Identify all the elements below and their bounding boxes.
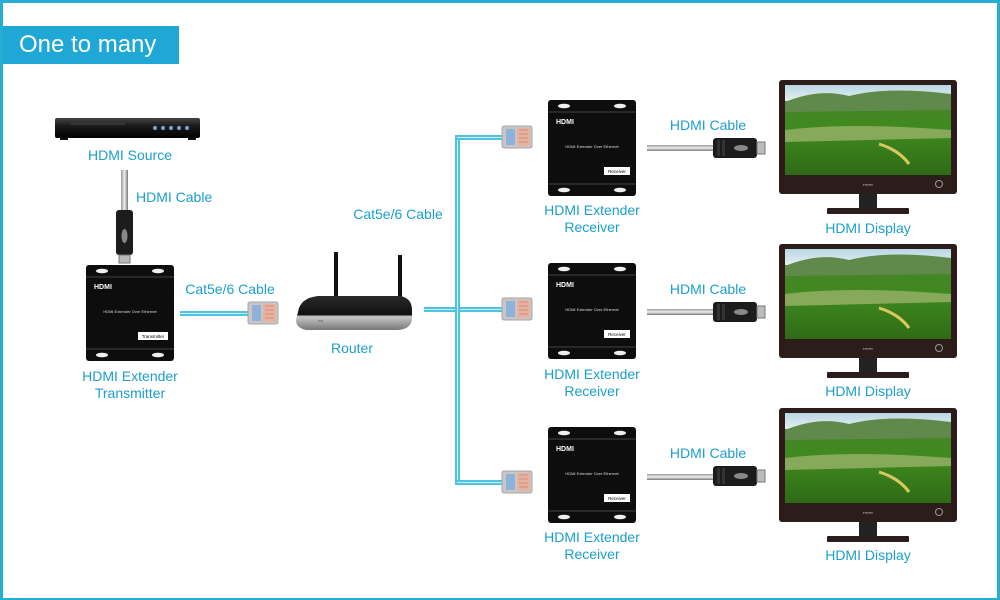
transmitter-cable-label: Cat5e/6 Cable: [185, 281, 275, 297]
receiver-2-device: HDMI HDMI Extender Over Ethernet Receive…: [547, 262, 637, 360]
source-cable-label: HDMI Cable: [136, 189, 213, 205]
svg-text:Receiver: Receiver: [608, 496, 626, 501]
transmitter-label-line2: Transmitter: [94, 385, 166, 401]
receiver-2-hdmi-cable: [647, 301, 766, 323]
receiver-2-label-line1: HDMI Extender: [544, 366, 640, 382]
display-1-monitor: [777, 78, 959, 216]
receiver-1-cable-label: HDMI Cable: [669, 117, 747, 133]
transmitter-cat5-cable: [180, 301, 279, 325]
svg-text:HDMI: HDMI: [556, 282, 574, 289]
source-hdmi-cable: [116, 170, 133, 264]
svg-text:HDMI: HDMI: [556, 119, 574, 126]
router-label: Router: [330, 340, 374, 356]
svg-text:HDMI Extender Over Ethernet: HDMI Extender Over Ethernet: [565, 471, 619, 476]
receiver-2-label-line2: Receiver: [564, 383, 620, 399]
receiver-1-label-line2: Receiver: [564, 219, 620, 235]
svg-text:HDMI Extender Over Ethernet: HDMI Extender Over Ethernet: [565, 307, 619, 312]
transmitter-device: HDMI HDMI Extender Over Ethernet Transmi…: [85, 264, 175, 362]
svg-text:Receiver: Receiver: [608, 169, 626, 174]
receiver-1-hdmi-cable: [647, 137, 766, 159]
receiver-1-device: HDMI HDMI Extender Over Ethernet Receive…: [547, 99, 637, 197]
transmitter-badge: Transmitter: [142, 334, 165, 339]
display-3-monitor: [777, 406, 959, 544]
transmitter-label-line1: HDMI Extender: [82, 368, 178, 384]
router-cat5-trunk: [424, 125, 533, 494]
svg-text:Receiver: Receiver: [608, 332, 626, 337]
router-cable-label: Cat5e/6 Cable: [353, 206, 443, 222]
display-2-monitor: [777, 242, 959, 380]
receiver-3-cable-label: HDMI Cable: [669, 445, 747, 461]
transmitter-brand: HDMI: [94, 284, 112, 291]
receiver-3-hdmi-cable: [647, 465, 766, 487]
router-device: ▪▪▪▪: [296, 252, 412, 330]
receiver-2-cable-label: HDMI Cable: [669, 281, 747, 297]
receiver-3-device: HDMI HDMI Extender Over Ethernet Receive…: [547, 426, 637, 524]
svg-text:HDMI: HDMI: [556, 446, 574, 453]
receiver-3-label-line2: Receiver: [564, 546, 620, 562]
transmitter-model-text: HDMI Extender Over Ethernet: [103, 309, 157, 314]
receiver-1-label-line1: HDMI Extender: [544, 202, 640, 218]
receiver-3-label-line1: HDMI Extender: [544, 529, 640, 545]
svg-text:▪▪▪▪: ▪▪▪▪: [318, 319, 323, 323]
display-2-label: HDMI Display: [825, 383, 911, 399]
svg-text:HDMI Extender Over Ethernet: HDMI Extender Over Ethernet: [565, 144, 619, 149]
hdmi-source-device: [55, 118, 200, 140]
hdmi-source-label: HDMI Source: [87, 147, 173, 163]
diagram-title: One to many: [3, 26, 179, 64]
display-1-label: HDMI Display: [825, 220, 911, 236]
display-3-label: HDMI Display: [825, 547, 911, 563]
